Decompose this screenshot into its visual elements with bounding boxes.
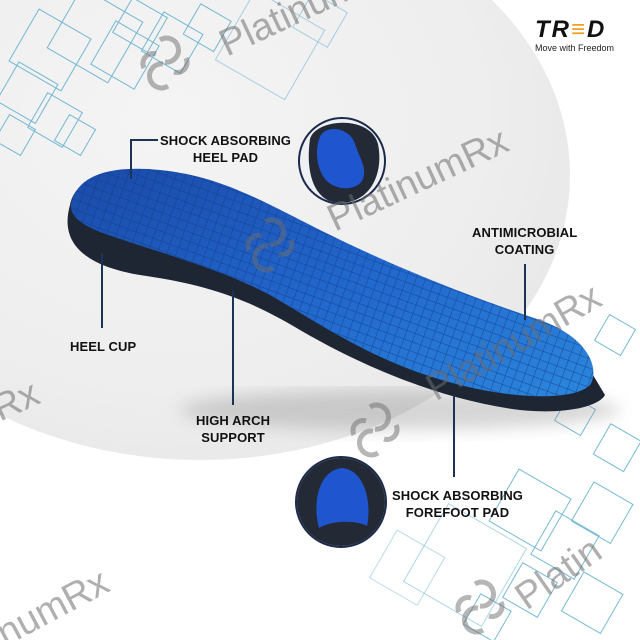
- forefoot-pad-inset: [295, 456, 387, 548]
- watermark-logo-icon: [455, 579, 505, 635]
- callout-shock-heel-pad: SHOCK ABSORBING HEEL PAD: [160, 133, 292, 165]
- callout-shock-forefoot-pad: SHOCK ABSORBING FOREFOOT PAD: [392, 488, 524, 520]
- heel-pad-inset: [298, 117, 386, 205]
- callout-high-arch-support: HIGH ARCH SUPPORT: [196, 413, 271, 445]
- watermark-logo-icon: [140, 35, 190, 91]
- logo-wordmark: TR≡D: [535, 16, 607, 43]
- callout-heel-cup: HEEL CUP: [70, 339, 137, 354]
- leader-line-heel-pad-h: [130, 139, 158, 141]
- callout-antimicrobial-coating: ANTIMICROBIAL COATING: [472, 225, 578, 257]
- leader-line-antimicrobial: [524, 264, 526, 320]
- leader-line-heel-cup: [101, 253, 103, 328]
- heel-pad-detail-image: [308, 122, 380, 203]
- brand-logo: TR≡D Move with Freedom: [535, 16, 625, 54]
- leader-line-high-arch: [232, 290, 234, 405]
- watermark-logo-icon: [245, 217, 295, 273]
- forefoot-pad-detail-image: [297, 458, 385, 546]
- leader-line-forefoot: [453, 395, 455, 477]
- logo-tagline: Move with Freedom: [535, 43, 615, 53]
- leader-line-heel-pad-v: [130, 139, 132, 179]
- watermark-logo-icon: [350, 402, 400, 458]
